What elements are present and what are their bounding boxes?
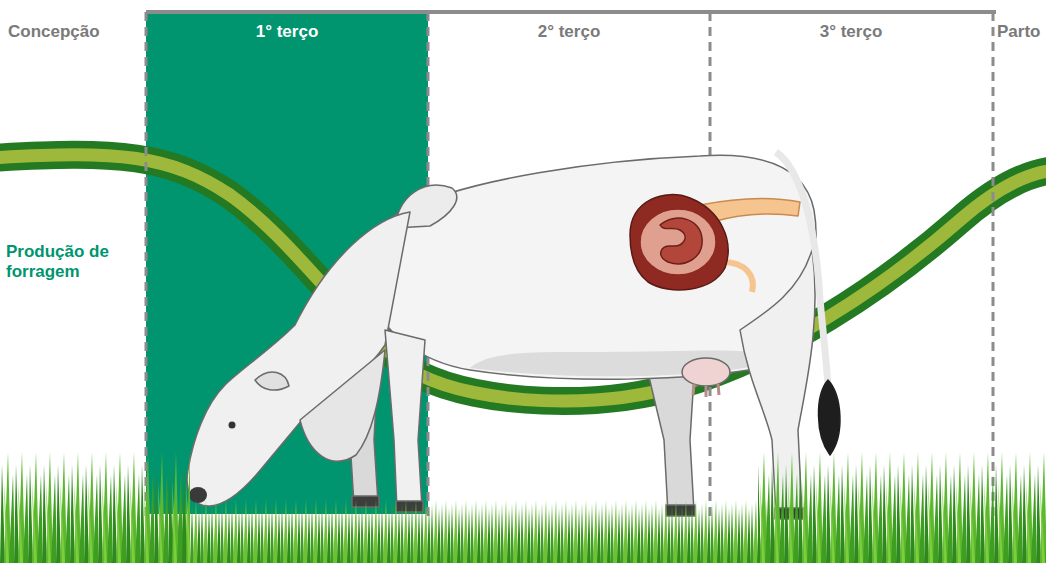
amniotic-sac xyxy=(640,209,716,275)
uterine-horn xyxy=(722,262,753,292)
tail-switch xyxy=(818,380,839,455)
period-label: 1° terço xyxy=(146,14,428,42)
udder xyxy=(682,358,730,386)
timeline-label: Concepção xyxy=(8,22,100,42)
curve-label: Produção de forragem xyxy=(6,242,142,282)
grass-strip xyxy=(170,500,780,563)
eye xyxy=(229,422,236,429)
dewlap xyxy=(300,350,385,461)
divider-line xyxy=(992,12,995,518)
grass xyxy=(0,452,1046,563)
ear xyxy=(255,372,289,390)
trimester-label: 3° terço xyxy=(820,22,883,42)
timeline-bar xyxy=(146,10,996,14)
forage-ribbon xyxy=(0,155,1046,401)
teats xyxy=(693,384,719,397)
period-dividers xyxy=(146,12,993,518)
uterus xyxy=(630,195,728,290)
divider-line xyxy=(145,12,148,518)
forage-curve xyxy=(0,155,1046,401)
trimester-label: 2° terço xyxy=(538,22,601,42)
tail xyxy=(776,152,828,385)
hind-far-leg xyxy=(645,360,695,514)
front-near-leg xyxy=(385,330,425,510)
cow-head-neck xyxy=(187,212,410,506)
grass-tuft xyxy=(0,452,190,563)
fetus xyxy=(660,218,702,264)
uterus-cutaway xyxy=(630,195,800,292)
cow xyxy=(187,152,840,519)
forage-ribbon-core xyxy=(0,155,1046,401)
timeline-label: Parto xyxy=(997,22,1040,42)
grass-tuft xyxy=(758,452,1046,563)
